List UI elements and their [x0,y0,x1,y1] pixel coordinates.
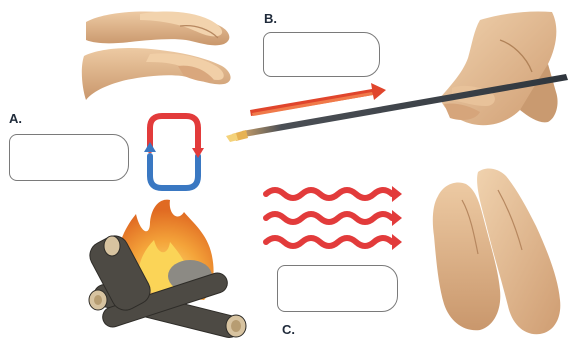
hand-holding-rod-icon [440,11,558,125]
answer-box-a[interactable] [9,134,129,181]
hands-warming-icon [82,11,231,100]
convection-cycle-icon [144,116,204,188]
campfire-icon [85,200,246,340]
radiation-waves-icon [266,186,402,250]
label-b: B. [264,12,277,25]
label-a: A. [9,112,22,125]
hands-facing-icon [433,169,561,335]
answer-box-c[interactable] [277,265,398,312]
answer-box-b[interactable] [263,32,380,77]
label-c: C. [282,323,295,336]
